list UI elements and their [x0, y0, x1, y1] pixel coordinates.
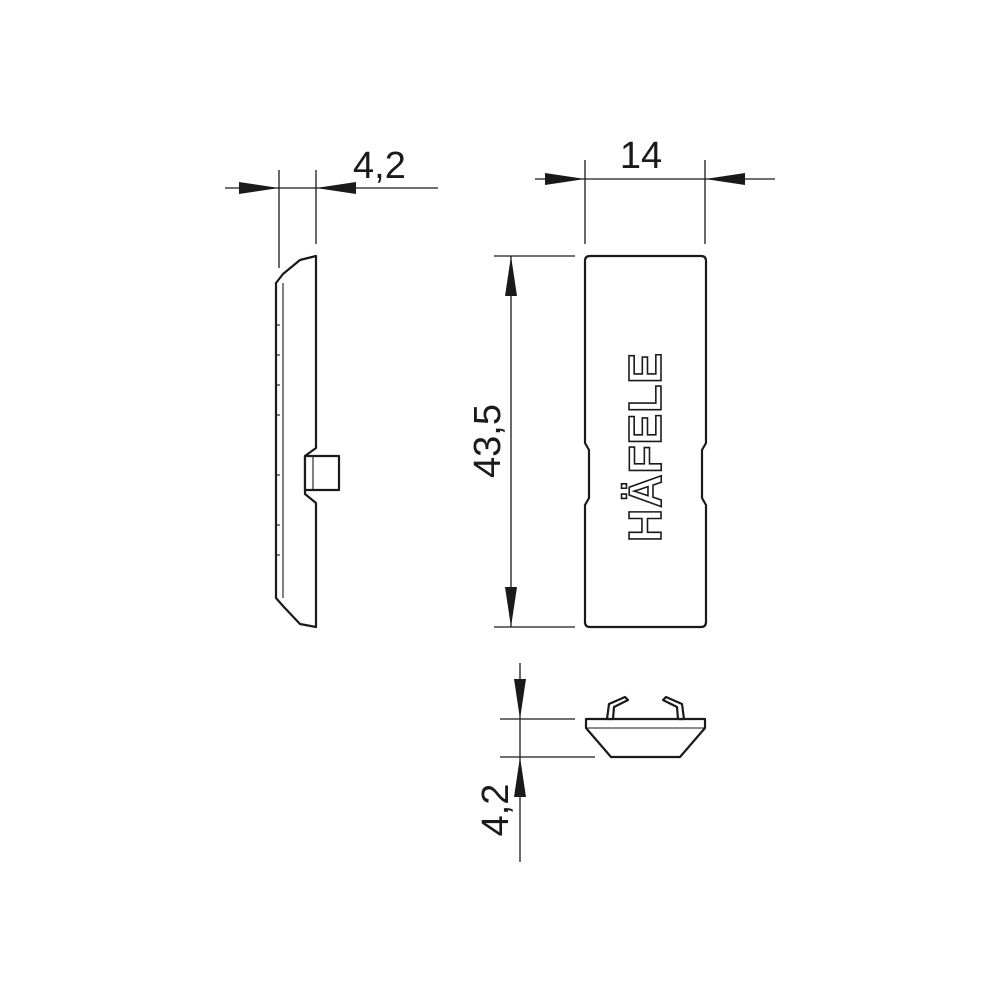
- front-width-label: 14: [620, 135, 662, 177]
- side-thickness-label: 4,2: [353, 145, 406, 187]
- front-view: 14 43,5 HÄFELE: [467, 135, 775, 629]
- front-profile: [583, 254, 708, 629]
- front-width-arrow-right: [705, 173, 745, 185]
- front-height-arrow-bottom: [505, 587, 517, 627]
- end-arrow-top: [514, 679, 526, 719]
- end-profile: [584, 717, 707, 759]
- brand-logo: HÄFELE: [619, 352, 671, 542]
- end-arrow-bottom: [514, 757, 526, 797]
- front-height-arrow-top: [505, 256, 517, 296]
- side-view: 4,2: [225, 145, 438, 629]
- side-profile: [274, 254, 318, 629]
- end-view: 4,2: [475, 663, 707, 862]
- side-arrow-left: [239, 182, 279, 194]
- side-clip: [303, 454, 341, 492]
- front-width-arrow-left: [545, 173, 585, 185]
- end-height-label: 4,2: [475, 784, 517, 837]
- end-clip-left: [605, 695, 630, 721]
- front-height-label: 43,5: [467, 404, 509, 478]
- end-clip-right: [661, 695, 686, 721]
- side-arrow-right: [316, 182, 356, 194]
